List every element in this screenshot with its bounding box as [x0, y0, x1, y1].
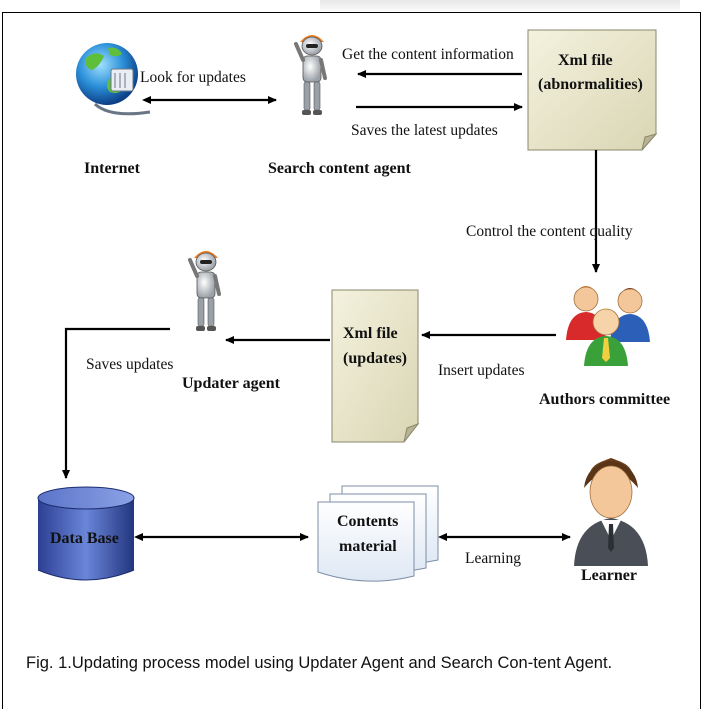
saves-updates-arrow [62, 327, 170, 479]
figure-caption: Fig. 1.Updating process model using Upda… [26, 654, 613, 672]
learner-label: Learner [581, 567, 637, 584]
arrows [62, 70, 600, 541]
look-for-updates-label: Look for updates [140, 69, 246, 86]
xml-abnormalities-title: Xml file [558, 52, 613, 69]
xml-updates-subtitle: (updates) [343, 350, 408, 367]
figure-frame [2, 12, 701, 709]
contents-material-documents-icon [317, 485, 439, 582]
insert-updates-label: Insert updates [438, 362, 525, 379]
xml-updates-title: Xml file [343, 325, 398, 342]
search-agent-robot-icon [294, 35, 327, 115]
updater-agent-robot-icon [188, 251, 221, 331]
saves-updates-label: Saves updates [86, 356, 174, 373]
learner-person-icon [574, 458, 648, 566]
authors-committee-icon [566, 286, 650, 366]
contents-title: Contents [337, 513, 399, 530]
learning-label: Learning [465, 550, 521, 567]
xml-abnormalities-file-icon [527, 29, 658, 151]
get-content-label: Get the content information [342, 46, 514, 63]
contents-subtitle: material [339, 538, 397, 555]
xml-updates-file-icon [331, 289, 420, 443]
internet-label: Internet [84, 160, 140, 177]
saves-latest-label: Saves the latest updates [351, 122, 498, 139]
authors-committee-label: Authors committee [539, 391, 671, 408]
search-agent-label: Search content agent [268, 160, 411, 177]
globe-icon [76, 43, 151, 116]
database-cylinder-icon [37, 486, 135, 581]
database-label: Data Base [50, 530, 119, 547]
top-shade [320, 0, 680, 14]
xml-abnormalities-subtitle: (abnormalities) [538, 76, 643, 93]
updater-agent-label: Updater agent [182, 375, 280, 392]
control-quality-label: Control the content quality [466, 223, 633, 240]
